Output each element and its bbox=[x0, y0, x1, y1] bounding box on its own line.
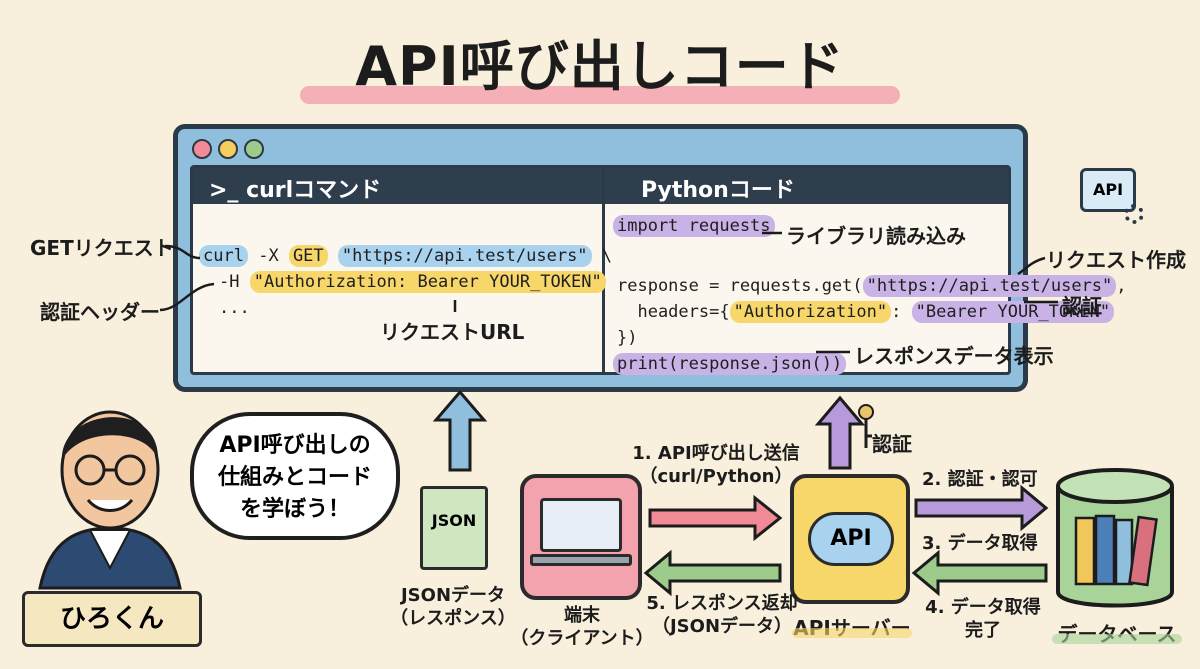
api-up-arrow bbox=[814, 395, 866, 470]
curl-flag-h: -H bbox=[219, 272, 240, 292]
name-banner: ひろくん bbox=[22, 591, 202, 647]
py-response-line: response = requests.get("https://api.tes… bbox=[617, 275, 1127, 297]
request-create-pointer bbox=[1017, 256, 1046, 276]
key-icon bbox=[858, 404, 874, 420]
speech-line-1: API呼び出しの bbox=[219, 433, 371, 458]
curl-backslash: \ bbox=[601, 246, 613, 266]
book-4 bbox=[1128, 515, 1158, 587]
terminal-label: 端末 （クライアント） bbox=[510, 605, 654, 650]
py-print-line: print(response.json()) bbox=[613, 353, 847, 375]
curl-url: "https://api.test/users" bbox=[337, 245, 592, 267]
code-panel: >_ curlコマンド Pythonコード curl -X GET "https… bbox=[190, 165, 1127, 375]
speech-line-3: を学ぼう！ bbox=[239, 496, 350, 522]
library-import-label: ライブラリ読み込み bbox=[786, 224, 966, 248]
key-shaft bbox=[864, 419, 872, 448]
py-headers-value: "Bearer YOUR_TOKEN" bbox=[911, 301, 1115, 323]
step2-arrow bbox=[914, 484, 1049, 532]
auth-header-pointer bbox=[159, 282, 215, 312]
step1-label: 1. API呼び出し送信 （curl/Python） bbox=[632, 443, 800, 488]
curl-cmd: curl bbox=[199, 245, 248, 267]
api-server-box: API bbox=[790, 474, 910, 604]
code-window-header: >_ curlコマンド Pythonコード bbox=[193, 168, 1008, 204]
request-url-label: リクエストURL bbox=[380, 320, 525, 344]
auth-label: 認証 bbox=[1062, 294, 1102, 318]
hair bbox=[61, 417, 159, 460]
auth-header-label: 認証ヘッダー bbox=[40, 300, 160, 324]
maximize-dot-icon bbox=[244, 139, 264, 159]
json-up-arrow bbox=[432, 389, 488, 472]
api-label-underline bbox=[792, 628, 912, 638]
step3-label: 3. データ取得 bbox=[922, 533, 1038, 554]
step5-label: 5. レスポンス返却 （JSONデータ） bbox=[646, 593, 798, 638]
curl-ellipsis: ... bbox=[219, 298, 250, 318]
step5-arrow bbox=[643, 549, 782, 597]
close-dot-icon bbox=[192, 139, 212, 159]
database-icon bbox=[1056, 468, 1174, 608]
py-headers-line: headers={"Authorization": "Bearer YOUR_T… bbox=[617, 301, 1115, 323]
py-close-line: }) bbox=[617, 328, 638, 348]
auth-flow-label: 認証 bbox=[872, 432, 912, 456]
json-file-icon: JSON bbox=[420, 486, 488, 570]
book-3 bbox=[1114, 518, 1134, 586]
curl-line-2: -H "Authorization: Bearer YOUR_TOKEN" bbox=[219, 271, 606, 293]
speech-bubble: API呼び出しの 仕組みとコード を学ぼう！ bbox=[190, 412, 400, 540]
shirt bbox=[88, 529, 132, 571]
get-request-pointer bbox=[164, 244, 201, 260]
py-import-line: import requests bbox=[613, 215, 775, 237]
curl-header: >_ curlコマンド bbox=[209, 178, 382, 203]
db-label-underline bbox=[1052, 634, 1182, 644]
py-headers-key: "Authorization" bbox=[729, 301, 892, 323]
code-divider bbox=[602, 168, 605, 372]
request-create-label: リクエスト作成 bbox=[1046, 248, 1186, 272]
step2-label: 2. 認証・認可 bbox=[922, 469, 1038, 490]
get-request-label: GETリクエスト bbox=[30, 236, 174, 260]
code-window: >_ curlコマンド Pythonコード curl -X GET "https… bbox=[173, 124, 1127, 392]
laptop-icon bbox=[540, 498, 622, 552]
smile bbox=[86, 498, 134, 512]
speech-line-2: 仕組みとコード bbox=[217, 464, 372, 490]
gear-icon bbox=[1124, 204, 1144, 224]
character-illustration bbox=[38, 410, 182, 590]
book-1 bbox=[1074, 516, 1096, 586]
book-2 bbox=[1094, 514, 1116, 586]
db-top bbox=[1056, 468, 1174, 504]
json-icon-text: JSON bbox=[431, 511, 477, 530]
laptop-base bbox=[530, 554, 632, 566]
minimize-dot-icon bbox=[218, 139, 238, 159]
step4-arrow bbox=[911, 549, 1048, 597]
step4-label: 4. データ取得 完了 bbox=[925, 597, 1041, 642]
cloud-icon: API bbox=[808, 512, 894, 566]
curl-line-1: curl -X GET "https://api.test/users" \ bbox=[199, 245, 613, 267]
curl-method: GET bbox=[288, 245, 328, 267]
python-header: Pythonコード bbox=[641, 178, 795, 203]
page-title: API呼び出しコード bbox=[355, 35, 845, 98]
title-underline bbox=[300, 86, 900, 104]
api-window-icon: API bbox=[1080, 168, 1136, 212]
json-label: JSONデータ （レスポンス） bbox=[390, 585, 516, 630]
display-response-label: レスポンスデータ表示 bbox=[854, 344, 1054, 368]
terminal-box bbox=[520, 474, 642, 600]
step1-arrow bbox=[648, 494, 783, 542]
curl-auth-header: "Authorization: Bearer YOUR_TOKEN" bbox=[249, 271, 606, 293]
py-response-url: "https://api.test/users" bbox=[862, 275, 1117, 297]
curl-flag-x: -X bbox=[258, 246, 279, 266]
